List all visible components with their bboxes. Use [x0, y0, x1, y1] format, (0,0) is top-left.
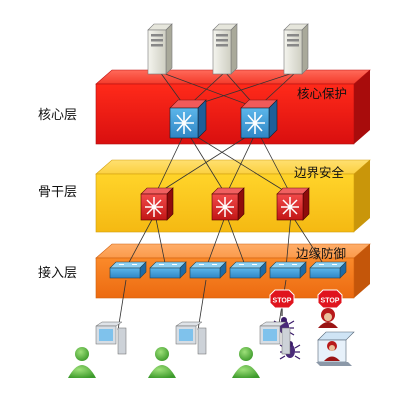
access-switch-icon [149, 261, 187, 279]
server-icon [212, 23, 238, 75]
hacker-icon [318, 308, 338, 328]
backbone-layer-title: 边界安全 [294, 165, 345, 180]
stop-label: STOP [273, 298, 292, 305]
backbone-layer-label: 骨干层 [38, 185, 78, 200]
stop-sign-icon: STOP [269, 289, 295, 316]
access-layer-title: 边缘防御 [296, 246, 347, 261]
user-workstation-icon [68, 321, 127, 378]
core-layer-title: 核心保护 [297, 86, 348, 101]
server-icon [147, 23, 173, 75]
hacker-icon [316, 331, 355, 366]
stop-label: STOP [321, 298, 340, 305]
backbone-switch-icon [276, 187, 310, 221]
core-layer-band [95, 69, 371, 145]
access-switch-icon [189, 261, 227, 279]
access-switch-icon [229, 261, 267, 279]
backbone-switch-icon [140, 187, 174, 221]
core-switch-icon [169, 99, 207, 139]
access-switch-icon [109, 261, 147, 279]
core-switch-icon [240, 99, 278, 139]
user-workstation-icon [148, 321, 207, 378]
user-workstation-icon [232, 321, 291, 378]
access-switch-icon [309, 261, 347, 279]
access-layer-label: 接入层 [38, 266, 78, 281]
server-icon [283, 23, 309, 75]
backbone-switch-icon [211, 187, 245, 221]
core-layer-label: 核心层 [38, 108, 78, 123]
backbone-layer-band [95, 159, 371, 233]
stop-sign-icon: STOP [317, 289, 343, 316]
access-switch-icon [269, 261, 307, 279]
